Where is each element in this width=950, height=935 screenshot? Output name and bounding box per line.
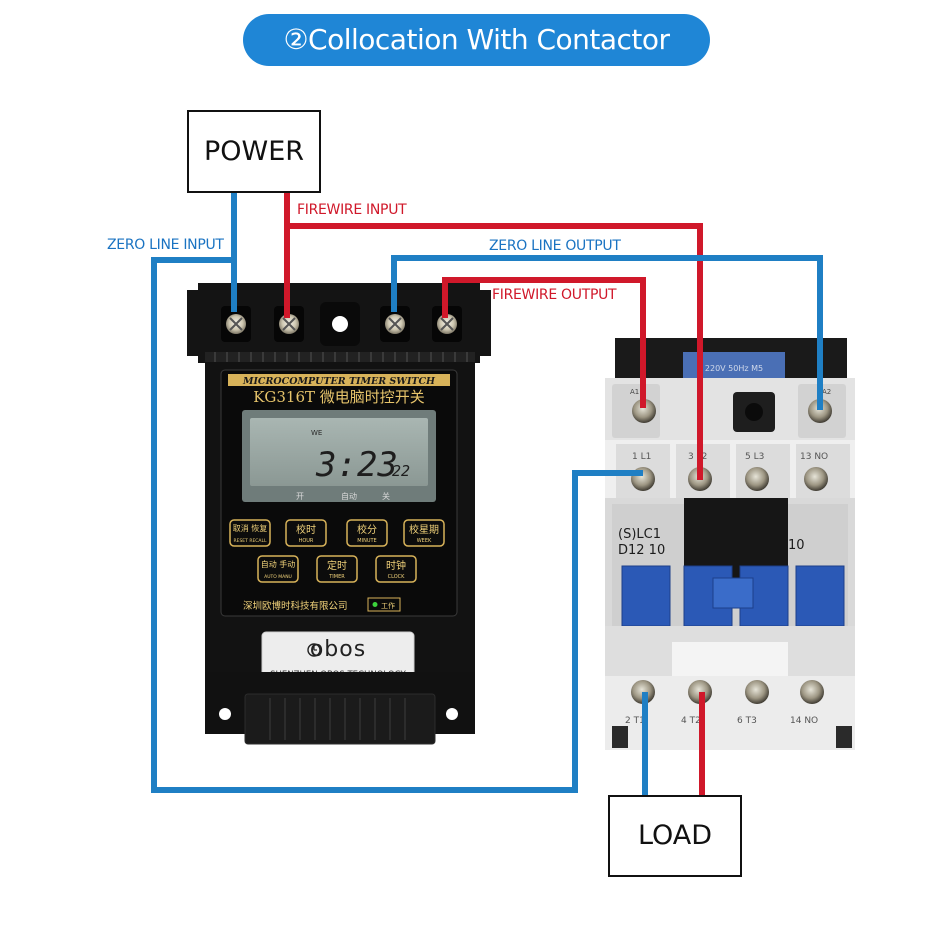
timer-terminal-4 bbox=[432, 306, 462, 342]
svg-text:自动 手动: 自动 手动 bbox=[261, 559, 296, 569]
firewire-output-label: FIREWIRE OUTPUT bbox=[492, 287, 617, 303]
timer-header-text: MICROCOMPUTER TIMER SWITCH bbox=[242, 376, 436, 387]
svg-text:取消 恢复: 取消 恢复 bbox=[233, 523, 268, 533]
minute-button[interactable]: 校分 MINUTE bbox=[346, 519, 388, 547]
coil-a2-screw bbox=[808, 399, 832, 423]
svg-text:RESET RECALL: RESET RECALL bbox=[233, 538, 267, 544]
wire-zero-line-input bbox=[151, 257, 643, 793]
week-button[interactable]: 校星期 WEEK bbox=[403, 519, 445, 547]
clock-button[interactable]: 时钟 CLOCK bbox=[375, 555, 417, 583]
zero-line-input-label: ZERO LINE INPUT bbox=[107, 237, 224, 253]
brand-logo-icon bbox=[307, 643, 321, 657]
mode-auto-label: 自动 bbox=[341, 491, 357, 501]
title-banner: ②Collocation With Contactor bbox=[243, 14, 710, 66]
svg-text:校星期: 校星期 bbox=[409, 523, 439, 536]
terminal-label-t2: 4 T2 bbox=[681, 716, 701, 726]
lcd-time: 3:23 bbox=[315, 445, 398, 485]
load-box: LOAD bbox=[608, 795, 742, 877]
work-indicator-label: 工作 bbox=[381, 601, 395, 610]
timer-terminal-3 bbox=[380, 306, 410, 342]
mount-hole-left bbox=[219, 708, 231, 720]
svg-text:MINUTE: MINUTE bbox=[357, 538, 376, 544]
terminal-label-13no: 13 NO bbox=[800, 452, 828, 462]
svg-text:TIMER: TIMER bbox=[328, 574, 345, 580]
contactor-model-line1: (S)LC1 bbox=[618, 527, 661, 542]
timer-terminal-2 bbox=[274, 306, 304, 342]
terminal-label-t3: 6 T3 bbox=[737, 716, 757, 726]
wire-firewire-input bbox=[287, 223, 703, 480]
aux-contact-label: 10 bbox=[788, 538, 805, 553]
timer-button[interactable]: 定时 TIMER bbox=[316, 555, 358, 583]
terminal-label-l1: 1 L1 bbox=[632, 452, 651, 462]
terminal-label-t1: 2 T1 bbox=[625, 716, 645, 726]
timer-mount-hole bbox=[320, 302, 360, 346]
lcd-week: WE bbox=[311, 429, 322, 437]
brand-name: obos bbox=[310, 637, 366, 662]
firewire-input-label: FIREWIRE INPUT bbox=[297, 202, 407, 218]
svg-text:校时: 校时 bbox=[296, 523, 316, 536]
terminal-label-l3: 5 L3 bbox=[745, 452, 764, 462]
company-name-cn: 深圳欧博时科技有限公司 bbox=[243, 600, 348, 612]
svg-text:AUTO MANU: AUTO MANU bbox=[264, 574, 292, 580]
reset-recall-button[interactable]: 取消 恢复 RESET RECALL bbox=[229, 519, 271, 547]
bottom-terminals: 2 T1 4 T2 6 T3 14 NO bbox=[625, 680, 824, 726]
timer-terminal-1 bbox=[221, 306, 251, 342]
svg-text:CLOCK: CLOCK bbox=[388, 574, 406, 580]
coil-a1-label: A1 bbox=[630, 388, 639, 396]
zero-line-output-label: ZERO LINE OUTPUT bbox=[489, 238, 621, 254]
power-box: POWER bbox=[187, 110, 321, 193]
contactor-model-line2: D12 10 bbox=[618, 543, 665, 558]
svg-text:WEEK: WEEK bbox=[417, 538, 432, 544]
svg-text:HOUR: HOUR bbox=[299, 538, 314, 544]
coil-a2-label: A2 bbox=[822, 388, 831, 396]
coil-a1-screw bbox=[632, 399, 656, 423]
work-indicator bbox=[367, 597, 401, 612]
terminal-label-14no: 14 NO bbox=[790, 716, 818, 726]
hour-button[interactable]: 校时 HOUR bbox=[285, 519, 327, 547]
mode-open-label: 开 bbox=[296, 492, 304, 501]
timer-switch: MICROCOMPUTER TIMER SWITCH KG316T 微电脑时控开… bbox=[187, 283, 491, 745]
svg-text:定时: 定时 bbox=[327, 559, 347, 572]
rating-label: 220V 50Hz M5 bbox=[705, 364, 763, 373]
wire-zero-line-output bbox=[391, 255, 823, 410]
lcd-display bbox=[250, 418, 428, 486]
wire-firewire-output bbox=[442, 277, 646, 408]
mode-close-label: 关 bbox=[382, 491, 390, 501]
svg-text:校分: 校分 bbox=[357, 523, 377, 536]
svg-text:时钟: 时钟 bbox=[386, 559, 406, 572]
mount-hole-right bbox=[446, 708, 458, 720]
auto-manual-button[interactable]: 自动 手动 AUTO MANU bbox=[257, 555, 299, 583]
lcd-seconds: 22 bbox=[392, 462, 410, 480]
timer-model-text: KG316T 微电脑时控开关 bbox=[253, 388, 425, 406]
